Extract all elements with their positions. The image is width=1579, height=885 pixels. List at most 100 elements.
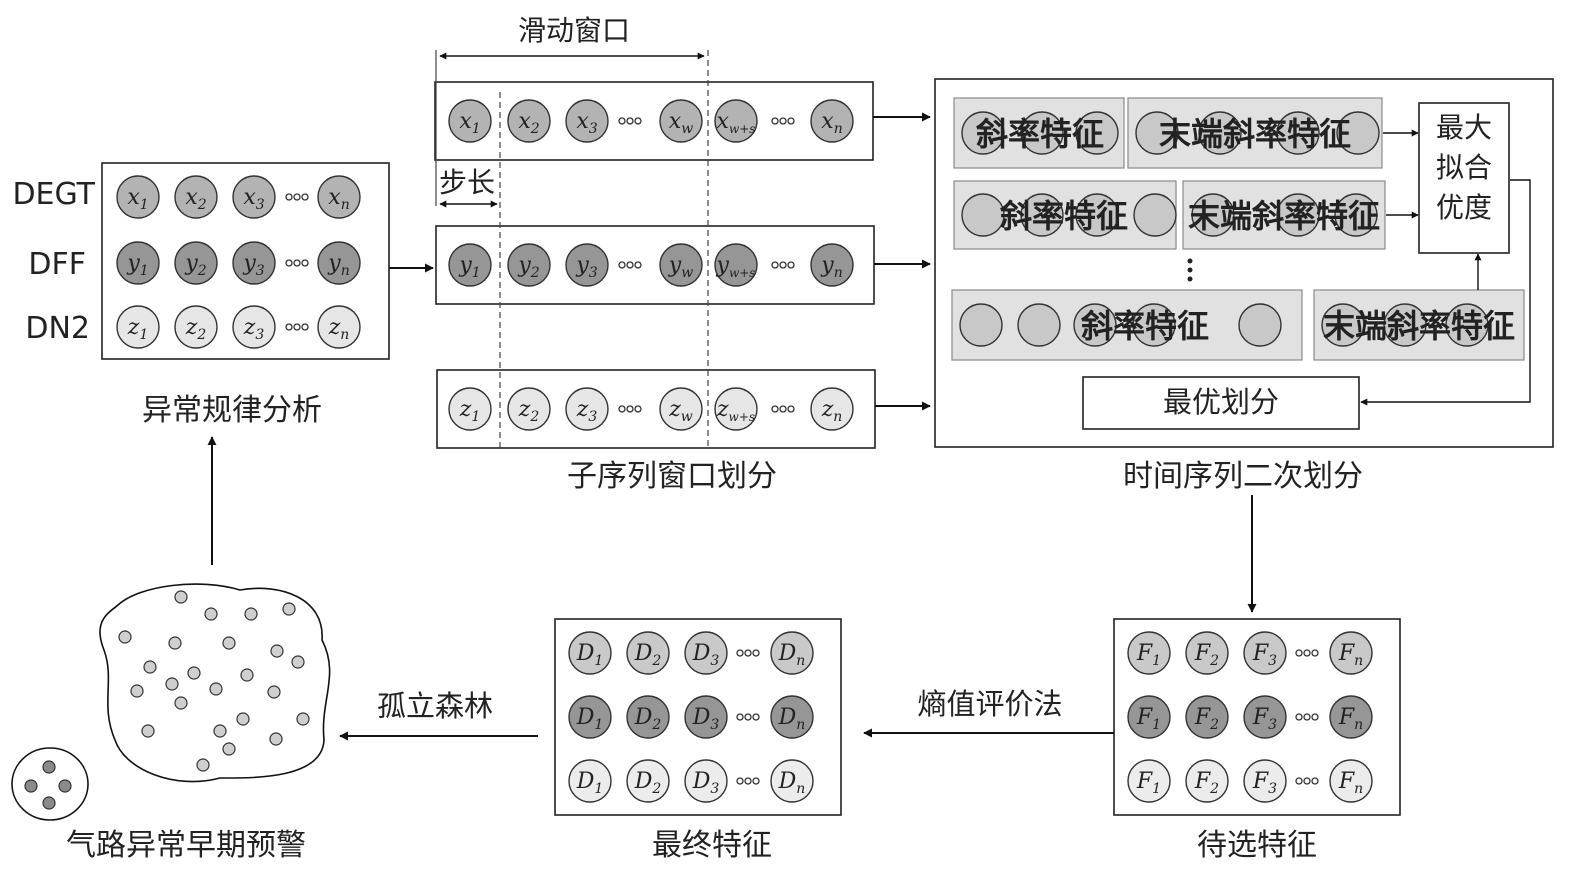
- node-circle: [565, 99, 609, 143]
- candidate-node-2-3: F3: [1243, 695, 1287, 739]
- node-label: z2: [518, 397, 540, 425]
- ellipsis-dot: [634, 405, 642, 413]
- node-circle: [317, 241, 361, 285]
- segment-node: [1238, 303, 1282, 347]
- node-label: Dn: [778, 769, 806, 797]
- ellipsis-dot: [779, 261, 787, 269]
- candidate-node-2-n: Fn: [1329, 695, 1373, 739]
- window-node-z-1: z1: [448, 387, 492, 431]
- ellipsis-dot: [285, 323, 293, 331]
- node-label: zn: [821, 397, 843, 425]
- ellipsis-dot: [301, 193, 309, 201]
- data-point: [296, 712, 310, 726]
- ellipsis-dot: [1295, 713, 1303, 721]
- seq-node-z-3: z3: [232, 305, 276, 349]
- segment-node: [1020, 193, 1064, 237]
- candidate-node-1-3: F3: [1243, 631, 1287, 675]
- node-label: Fn: [1338, 769, 1363, 797]
- ellipsis-dot: [1303, 713, 1311, 721]
- outlier-point: [24, 779, 38, 793]
- segment-node: [961, 193, 1005, 237]
- ellipsis-dot: [736, 649, 744, 657]
- data-point: [236, 712, 250, 726]
- seq-node-z-2: z2: [174, 305, 218, 349]
- segment-node: [1445, 303, 1489, 347]
- data-point: [174, 590, 188, 604]
- node-label: F3: [1252, 769, 1277, 797]
- max-fit-label: 最大拟合优度: [1435, 111, 1492, 224]
- node-circle: [232, 241, 276, 285]
- final-node-2-n: Dn: [770, 695, 814, 739]
- node-circle: [568, 695, 612, 739]
- seq-node-x-2: x2: [174, 175, 218, 219]
- window-node-x-1: x1: [448, 99, 492, 143]
- slope-label-3: 斜率特征: [1081, 307, 1209, 345]
- segment-node: [1276, 193, 1320, 237]
- node-circle: [565, 243, 609, 287]
- node-label: x1: [459, 109, 480, 137]
- node-circle: [232, 175, 276, 219]
- outlier-point: [42, 796, 56, 810]
- segment-node: [1135, 111, 1179, 155]
- node-circle: [1185, 695, 1229, 739]
- slope-label-1: 斜率特征: [976, 115, 1104, 153]
- data-point: [222, 636, 236, 650]
- ellipsis-dot: [1311, 713, 1319, 721]
- node-circle: [1198, 111, 1242, 155]
- node-circle: [770, 631, 814, 675]
- seq-node-z-n: zn: [317, 305, 361, 349]
- ellipsis-dot: [618, 261, 626, 269]
- data-point: [118, 630, 132, 644]
- ellipsis-dot: [626, 405, 634, 413]
- node-label: x1: [127, 185, 148, 213]
- ellipsis-dot: [634, 117, 642, 125]
- node-circle: [1133, 193, 1177, 237]
- end-slope-label-2: 末端斜率特征: [1188, 197, 1380, 235]
- node-circle: [1127, 759, 1171, 803]
- node-label: F1: [1136, 769, 1161, 797]
- outlier-point: [42, 760, 56, 774]
- window-node-y-w: yw: [659, 243, 703, 287]
- early-warning-title: 气路异常早期预警: [66, 828, 306, 863]
- node-circle: [174, 241, 218, 285]
- node-label: D1: [576, 705, 604, 733]
- node-circle: [1329, 631, 1373, 675]
- window-node-z-3: z3: [565, 387, 609, 431]
- node-circle: [1243, 631, 1287, 675]
- node-label: xn: [328, 185, 349, 213]
- node-circle: [1238, 303, 1282, 347]
- end-slope-label-3: 末端斜率特征: [1323, 307, 1515, 345]
- ellipsis-dot: [1303, 777, 1311, 785]
- node-label: yn: [820, 253, 842, 281]
- data-point: [240, 668, 254, 682]
- node-circle: [1185, 759, 1229, 803]
- node-label: D2: [634, 769, 662, 797]
- secondary-partition-title: 时间序列二次划分: [1123, 459, 1363, 494]
- candidate-node-3-2: F2: [1185, 759, 1229, 803]
- node-circle: [1276, 111, 1320, 155]
- node-circle: [1243, 695, 1287, 739]
- end-slope-label-1: 末端斜率特征: [1159, 115, 1351, 153]
- node-label: F2: [1194, 769, 1219, 797]
- max-fit-box: [1418, 102, 1510, 254]
- node-circle: [659, 99, 703, 143]
- final-node-2-2: D2: [626, 695, 670, 739]
- node-circle: [507, 243, 551, 287]
- node-label: z3: [243, 315, 265, 343]
- seq-node-x-n: xn: [317, 175, 361, 219]
- node-circle: [317, 305, 361, 349]
- node-label: y3: [575, 253, 597, 281]
- ellipsis-dot: [779, 117, 787, 125]
- seq-node-y-2: y2: [174, 241, 218, 285]
- seq-node-y-n: yn: [317, 241, 361, 285]
- node-circle: [116, 175, 160, 219]
- window-node-z-2: z2: [507, 387, 551, 431]
- node-label: yw+s: [716, 253, 756, 280]
- ellipsis-dot: [293, 259, 301, 267]
- window-node-x-2: x2: [507, 99, 551, 143]
- node-label: F1: [1136, 641, 1161, 669]
- window-node-y-2: y2: [507, 243, 551, 287]
- final-node-3-2: D2: [626, 759, 670, 803]
- ellipsis-dot: [293, 323, 301, 331]
